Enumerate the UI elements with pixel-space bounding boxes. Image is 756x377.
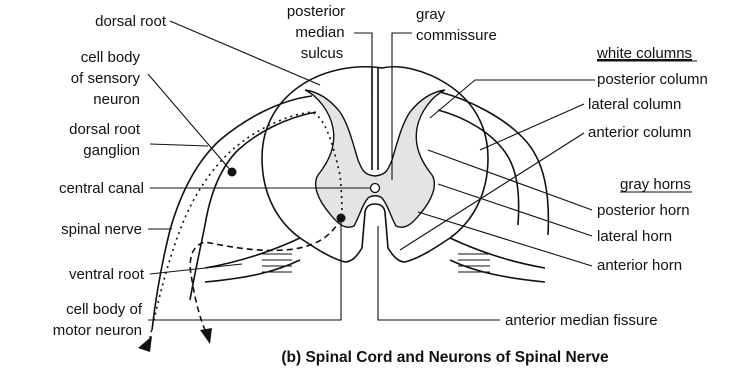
label-posterior-column: posterior column: [597, 71, 708, 88]
motor-arrow-icon: [200, 328, 212, 344]
right-labels: white columns posterior column lateral c…: [505, 45, 708, 329]
left-spinal-nerve: [152, 230, 170, 330]
label-posterior-median-sulcus-3: sulcus: [301, 45, 344, 62]
leader-lines: [148, 21, 595, 320]
label-lateral-horn: lateral horn: [597, 228, 672, 245]
label-cell-body-motor-1: cell body of: [66, 301, 143, 318]
label-spinal-nerve: spinal nerve: [61, 221, 142, 238]
posterior-median-sulcus: [372, 68, 378, 170]
label-anterior-horn: anterior horn: [597, 257, 682, 274]
left-labels: dorsal root cell body of sensory neuron …: [53, 13, 167, 339]
leader-anterior-median-fissure: [378, 226, 500, 320]
label-cell-body-sensory-3: neuron: [93, 91, 140, 108]
heading-white-columns: white columns: [596, 45, 692, 62]
label-dorsal-root-ganglion-2: ganglion: [83, 142, 140, 159]
label-central-canal: central canal: [59, 180, 144, 197]
left-spinal-nerve-inner: [190, 225, 205, 300]
label-dorsal-root-ganglion-1: dorsal root: [69, 121, 141, 138]
motor-neuron-path: [190, 218, 341, 330]
label-posterior-median-sulcus-1: posterior: [287, 3, 345, 20]
leader-dorsal-root-ganglion: [150, 144, 208, 146]
label-gray-commissure-2: commissure: [416, 27, 497, 44]
gray-matter: [305, 90, 445, 227]
figure-caption: (b) Spinal Cord and Neurons of Spinal Ne…: [281, 349, 609, 366]
right-dorsal-root: [440, 92, 548, 235]
label-gray-commissure-1: gray: [416, 6, 446, 23]
label-lateral-column: lateral column: [588, 96, 681, 113]
spinal-cord-drawing: [138, 67, 548, 352]
leader-posterior-column: [430, 80, 595, 118]
left-dorsal-root-inner: [205, 112, 316, 225]
sensory-neuron-path: [150, 112, 342, 338]
leader-anterior-horn: [418, 212, 592, 266]
label-anterior-column: anterior column: [588, 124, 691, 141]
label-cell-body-sensory-1: cell body: [81, 49, 141, 66]
central-canal: [371, 184, 380, 193]
label-posterior-horn: posterior horn: [597, 202, 690, 219]
label-posterior-median-sulcus-2: median: [295, 24, 344, 41]
leader-cell-body-sensory: [148, 74, 232, 172]
label-cell-body-motor-2: motor neuron: [53, 322, 142, 339]
leader-cell-body-motor: [148, 220, 341, 320]
label-cell-body-sensory-2: of sensory: [71, 70, 141, 87]
heading-gray-horns: gray horns: [620, 176, 691, 193]
label-ventral-root: ventral root: [69, 266, 145, 283]
label-dorsal-root: dorsal root: [95, 13, 167, 30]
label-anterior-median-fissure: anterior median fissure: [505, 312, 658, 329]
right-dorsal-root-inner: [438, 110, 519, 225]
